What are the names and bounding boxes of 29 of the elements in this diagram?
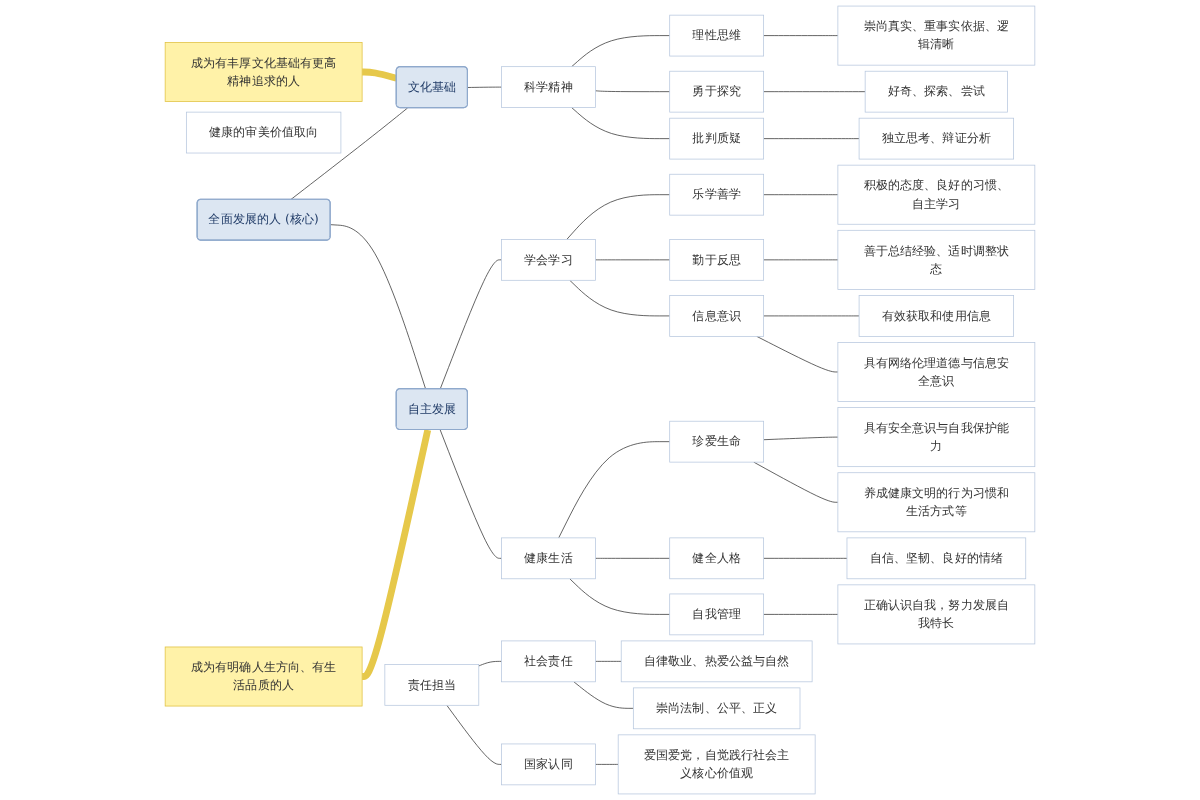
connector — [360, 68, 398, 82]
connector — [763, 194, 839, 196]
connector — [467, 86, 502, 88]
connector — [763, 35, 839, 36]
connector — [763, 138, 860, 139]
connector — [566, 194, 671, 240]
connector — [446, 704, 502, 765]
connector — [595, 764, 619, 765]
connector — [439, 259, 502, 390]
connector — [595, 90, 671, 93]
connector — [439, 429, 502, 559]
connector — [330, 224, 426, 390]
connector — [558, 441, 671, 539]
connector — [569, 578, 671, 615]
connector — [478, 661, 502, 667]
connector — [763, 614, 839, 615]
connector — [571, 107, 671, 139]
connector — [569, 279, 671, 317]
connector — [290, 107, 408, 200]
connector — [573, 681, 634, 709]
connector — [360, 429, 432, 680]
connector — [595, 557, 671, 559]
connector — [595, 661, 622, 662]
connector — [763, 436, 839, 441]
connector — [756, 336, 839, 373]
connector — [753, 461, 839, 503]
connector — [571, 35, 671, 68]
connector — [763, 91, 866, 93]
connector — [763, 557, 848, 559]
